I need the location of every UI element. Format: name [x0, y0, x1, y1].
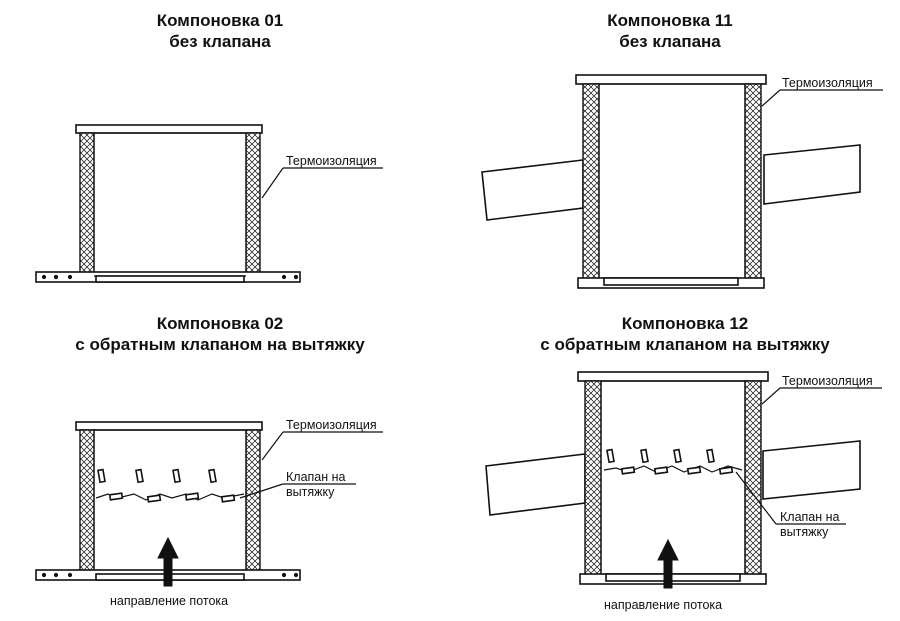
layout-02-title-text: Компоновка 02 [156, 314, 284, 333]
left-duct [481, 159, 584, 221]
left-insulation-wall [79, 429, 95, 575]
insulation-leader [761, 89, 781, 107]
valve-leader [735, 471, 777, 525]
insulation-leader [261, 431, 284, 461]
right-duct [763, 144, 861, 205]
right-insulation-wall [744, 380, 762, 578]
left-insulation-wall [584, 380, 602, 578]
top-cap [75, 421, 263, 431]
check-valve [603, 448, 743, 475]
layout-02-subtitle: с обратным клапаном на вытяжку [75, 335, 365, 354]
right-insulation-wall [245, 132, 261, 277]
layout-11-title: Компоновка 11 без клапана [545, 10, 795, 52]
flow-direction-label: направление потока [604, 598, 722, 612]
layout-12-title: Компоновка 12 с обратным клапаном на выт… [495, 313, 875, 355]
layout-12-diagram: направление потока Термоизоляция Клапан … [485, 371, 882, 612]
left-insulation-wall [79, 132, 95, 277]
layout-11-subtitle: без клапана [619, 32, 721, 51]
top-cap [577, 371, 769, 382]
right-insulation-wall [744, 83, 762, 285]
layout-01-title-text: Компоновка 01 [156, 11, 284, 30]
layout-11-title-text: Компоновка 11 [607, 11, 733, 30]
layout-02-title: Компоновка 02 с обратным клапаном на выт… [30, 313, 410, 355]
left-insulation-wall [582, 83, 600, 285]
insulation-label: Термоизоляция [286, 418, 377, 432]
layout-02-diagram: направление потока Термоизоляция Клапан … [35, 418, 383, 608]
insulation-label: Термоизоляция [782, 76, 873, 90]
left-duct [485, 453, 586, 516]
valve-label-line2: вытяжку [780, 525, 829, 539]
valve-label-line2: вытяжку [286, 485, 335, 499]
top-cap [75, 124, 263, 134]
flow-arrow [657, 538, 679, 589]
layout-12-subtitle: с обратным клапаном на вытяжку [540, 335, 830, 354]
layout-01-title: Компоновка 01 без клапана [95, 10, 345, 52]
valve-leader [239, 483, 284, 499]
insulation-label: Термоизоляция [286, 154, 377, 168]
right-duct [762, 440, 861, 500]
top-cap [575, 74, 767, 85]
right-insulation-wall [245, 429, 261, 575]
flow-arrow [157, 536, 179, 587]
insulation-label: Термоизоляция [782, 374, 873, 388]
layout-12-title-text: Компоновка 12 [621, 314, 749, 333]
layout-11-diagram: Термоизоляция [481, 74, 883, 289]
flow-direction-label: направление потока [110, 594, 228, 608]
layout-01-diagram: Термоизоляция [35, 124, 383, 283]
insulation-leader [261, 167, 284, 199]
check-valve [95, 468, 245, 503]
insulation-leader [761, 387, 781, 405]
valve-label-line1: Клапан на [780, 510, 840, 524]
layout-01-subtitle: без клапана [169, 32, 271, 51]
valve-label-line1: Клапан на [286, 470, 346, 484]
